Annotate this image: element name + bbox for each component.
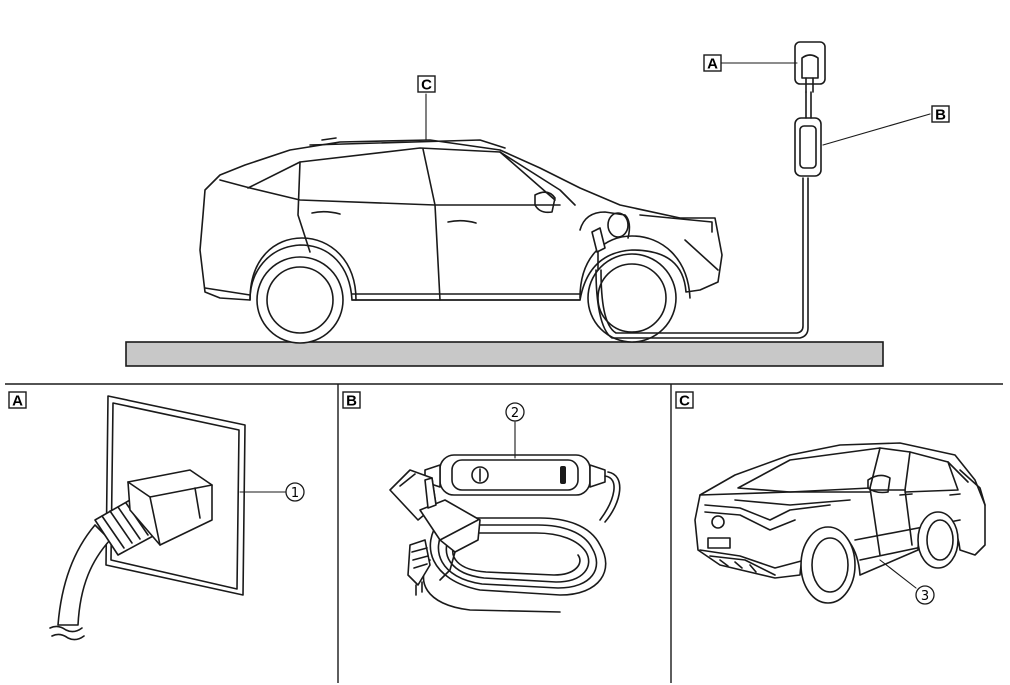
- vehicle-front-view: [694, 442, 986, 604]
- panel-b-title: B: [342, 391, 361, 410]
- callout-c: C: [417, 75, 436, 94]
- status-indicator: [560, 466, 566, 484]
- svg-text:C: C: [679, 393, 690, 410]
- svg-text:A: A: [707, 56, 718, 73]
- panel-c-title: C: [675, 391, 694, 410]
- charging-cable-overview: [591, 177, 809, 339]
- svg-text:2: 2: [511, 406, 519, 421]
- callout-a: A: [703, 54, 722, 73]
- wall-plug-overview: [794, 41, 826, 93]
- item-1-text: ①: [287, 484, 303, 500]
- svg-text:1: 1: [291, 486, 299, 501]
- item-2-text: ②: [507, 404, 523, 420]
- leader-b: [822, 113, 931, 146]
- overview-scene: A B C: [125, 41, 950, 367]
- svg-text:B: B: [935, 107, 946, 124]
- panel-b-wall-plug: [407, 539, 431, 596]
- svg-text:3: 3: [921, 589, 929, 604]
- panel-b: B: [342, 391, 621, 613]
- item-3-label: 3: [915, 585, 935, 605]
- control-box: [424, 454, 621, 523]
- callout-b: B: [931, 105, 950, 124]
- control-box-overview: [794, 91, 822, 177]
- vehicle-side-view: [199, 137, 723, 344]
- plug-cable: [57, 524, 111, 626]
- vehicle-connector: [389, 469, 481, 581]
- svg-text:B: B: [346, 393, 357, 410]
- panel-a: A 1: [8, 391, 305, 641]
- svg-text:A: A: [12, 393, 23, 410]
- panel-a-title: A: [8, 391, 27, 410]
- item-2-label: 2: [505, 402, 525, 422]
- panel-c: C: [675, 391, 986, 605]
- item-1-label: 1: [285, 482, 305, 502]
- ground-strip: [125, 341, 884, 367]
- svg-text:C: C: [421, 77, 432, 94]
- power-button-icon: [471, 466, 489, 484]
- item-3-text: ③: [917, 587, 933, 603]
